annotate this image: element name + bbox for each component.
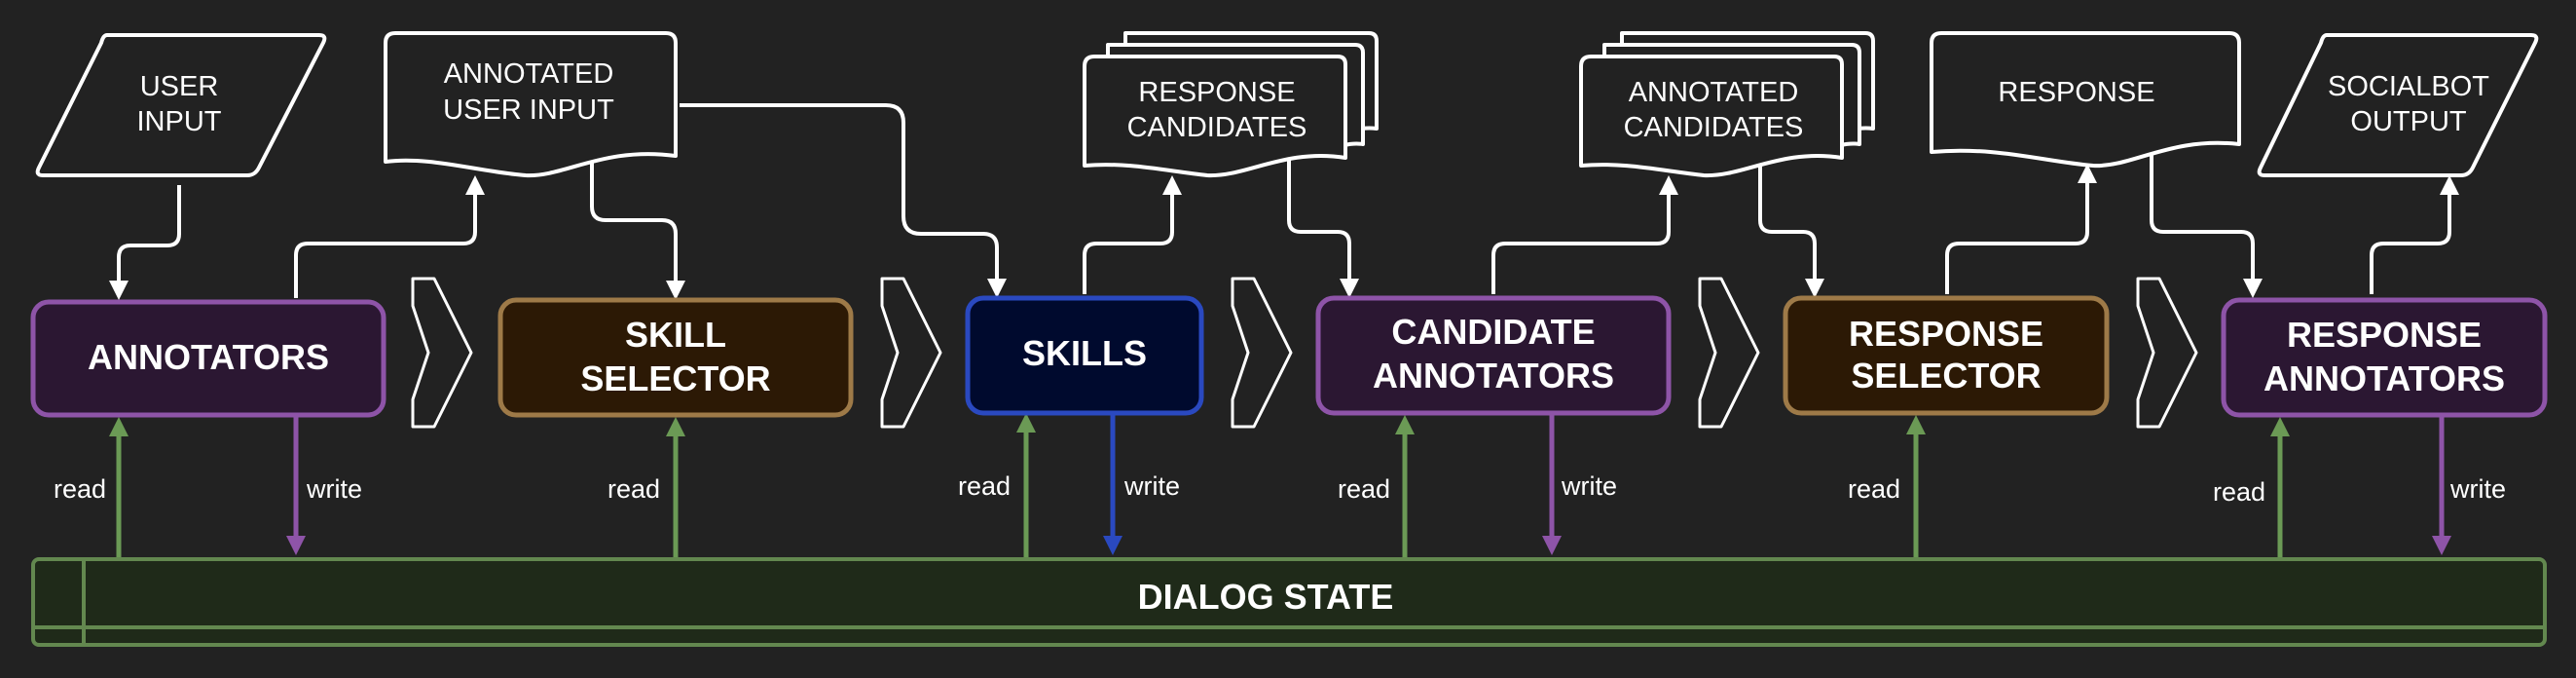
- skill-selector-label-line2: SELECTOR: [580, 358, 770, 398]
- candidate-annotators-label-line1: CANDIDATE: [1391, 312, 1595, 352]
- candidate-annotators-label-line2: ANNOTATORS: [1373, 356, 1614, 396]
- socialbot-output-label-line1: SOCIALBOT: [2328, 71, 2489, 102]
- user-input-label-line1: USER: [140, 71, 219, 102]
- skills-box: SKILLS: [965, 295, 1204, 416]
- annotated-user-input-label-line2: USER INPUT: [443, 94, 614, 126]
- write-label: write: [306, 474, 362, 504]
- stage-chevron: [2136, 277, 2198, 429]
- response-label: RESPONSE: [1998, 77, 2154, 108]
- response-candidates-label-line1: RESPONSE: [1138, 77, 1295, 108]
- read-label: read: [1848, 474, 1900, 504]
- read-write-arrows: [109, 413, 2451, 557]
- response-candidates-documents: RESPONSE CANDIDATES: [1083, 31, 1379, 178]
- response-document: RESPONSE: [1930, 31, 2241, 169]
- skill-selector-box: SKILL SELECTOR: [497, 297, 854, 418]
- dialog-state-bar: DIALOG STATE: [31, 557, 2547, 647]
- response-selector-box: RESPONSE SELECTOR: [1783, 295, 2110, 416]
- skills-label: SKILLS: [1022, 333, 1147, 373]
- skill-selector-label-line1: SKILL: [625, 315, 726, 355]
- read-label: read: [2213, 477, 2265, 507]
- annotated-user-input-document: ANNOTATED USER INPUT: [384, 31, 678, 178]
- annotated-candidates-documents: ANNOTATED CANDIDATES: [1579, 31, 1875, 178]
- socialbot-output-label-line2: OUTPUT: [2350, 106, 2467, 137]
- response-annotators-label-line2: ANNOTATORS: [2263, 358, 2505, 398]
- response-selector-label-line2: SELECTOR: [1851, 356, 2041, 396]
- write-label: write: [1123, 471, 1180, 501]
- user-input-label-line2: INPUT: [137, 106, 222, 137]
- socialbot-output-parallelogram: SOCIALBOT OUTPUT: [2257, 33, 2539, 177]
- read-label: read: [54, 474, 106, 504]
- read-label: read: [607, 474, 660, 504]
- response-annotators-label-line1: RESPONSE: [2287, 315, 2482, 355]
- response-annotators-box: RESPONSE ANNOTATORS: [2221, 297, 2548, 418]
- read-label: read: [1338, 474, 1390, 504]
- flow-connectors: [109, 103, 2459, 300]
- response-candidates-label-line2: CANDIDATES: [1127, 112, 1307, 143]
- stage-chevrons: [411, 277, 2198, 429]
- annotated-candidates-label-line1: ANNOTATED: [1629, 77, 1799, 108]
- read-write-labels: read write read read write read write re…: [54, 471, 2506, 507]
- annotated-candidates-label-line2: CANDIDATES: [1624, 112, 1804, 143]
- write-label: write: [2449, 474, 2506, 504]
- stage-chevron: [411, 277, 473, 429]
- annotators-label: ANNOTATORS: [88, 337, 329, 377]
- dialog-state-label: DIALOG STATE: [1138, 577, 1394, 617]
- annotators-box: ANNOTATORS: [30, 299, 386, 418]
- user-input-parallelogram: USER INPUT: [35, 33, 327, 177]
- stage-chevron: [1231, 277, 1293, 429]
- stage-chevron: [1698, 277, 1760, 429]
- read-label: read: [958, 471, 1011, 501]
- candidate-annotators-box: CANDIDATE ANNOTATORS: [1315, 295, 1672, 416]
- annotated-user-input-label-line1: ANNOTATED: [444, 58, 614, 90]
- write-label: write: [1561, 471, 1617, 501]
- response-selector-label-line1: RESPONSE: [1849, 314, 2043, 354]
- stage-chevron: [880, 277, 942, 429]
